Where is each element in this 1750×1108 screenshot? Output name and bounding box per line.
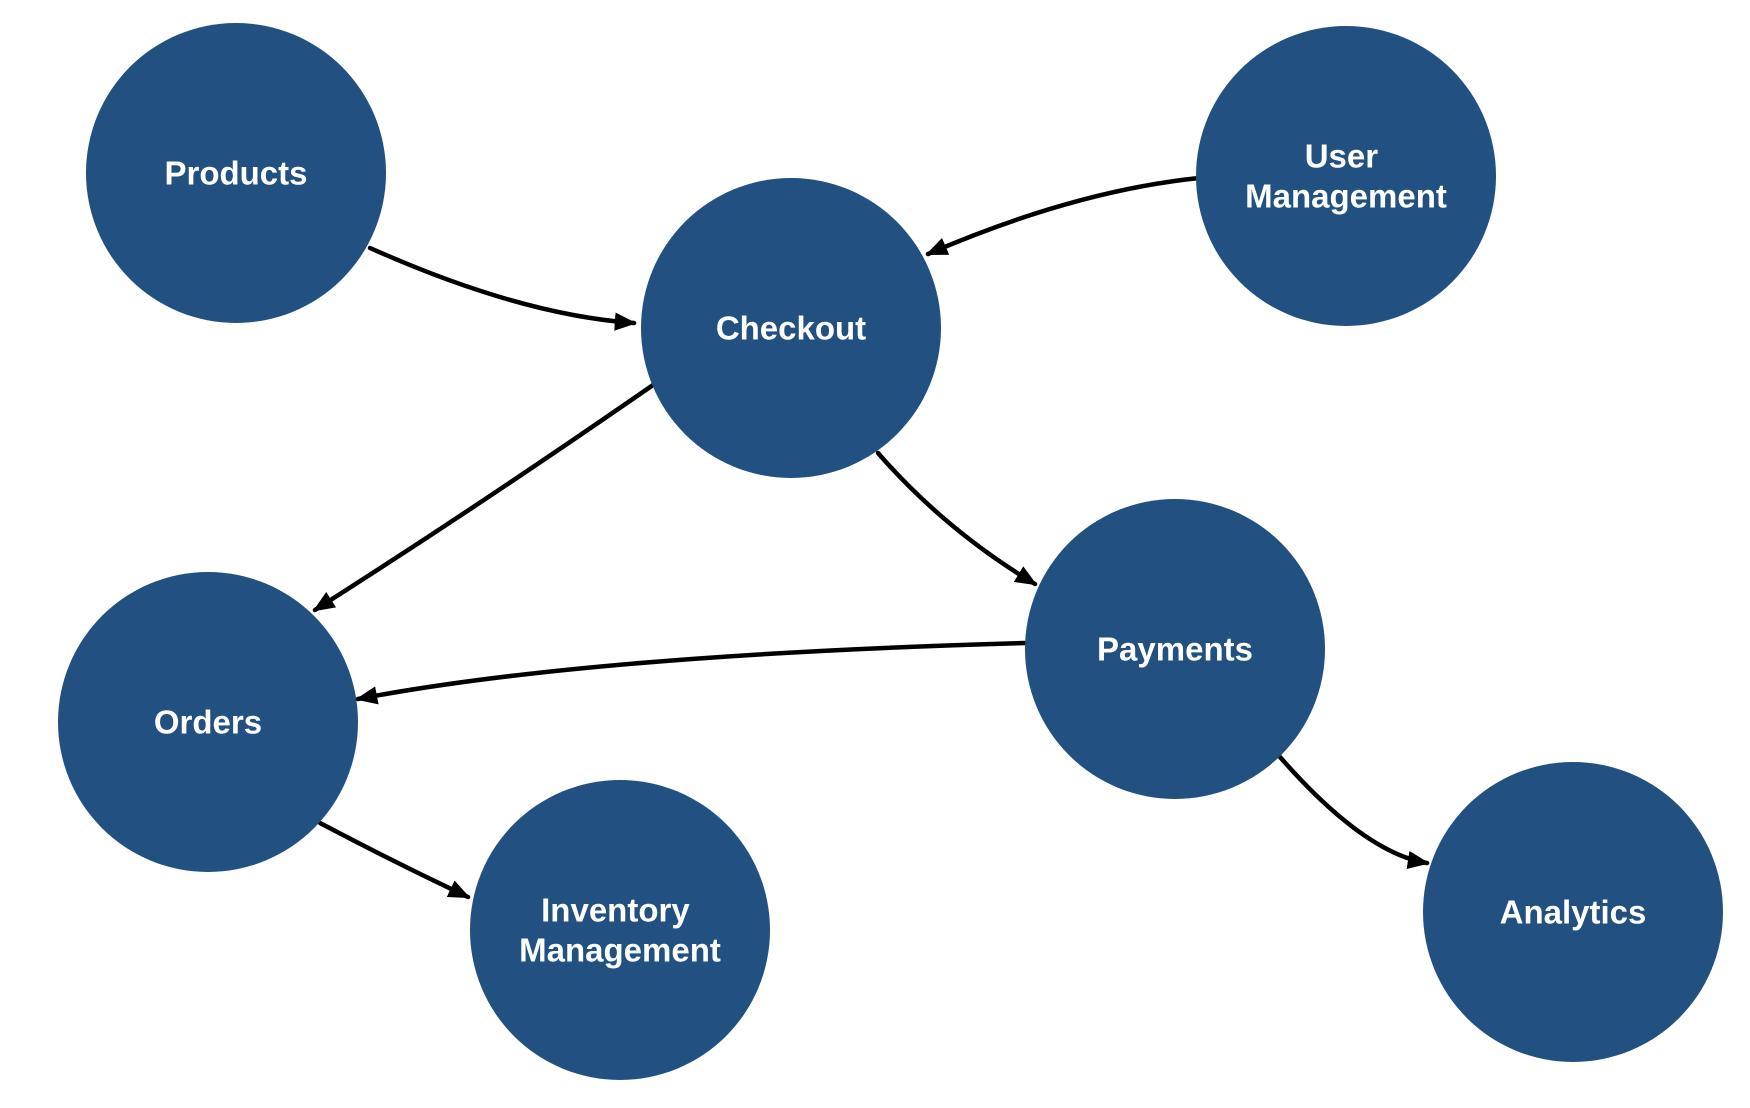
node-inventory-management-label: Inventory Management xyxy=(519,892,721,969)
node-user-management-label: User Management xyxy=(1245,138,1447,215)
node-inventory-management[interactable]: Inventory Management xyxy=(470,780,770,1080)
node-checkout-circle[interactable] xyxy=(641,178,941,478)
node-user-management[interactable]: User Management xyxy=(1196,26,1496,326)
node-checkout[interactable]: Checkout xyxy=(641,178,941,478)
edge-products-to-checkout xyxy=(367,245,637,331)
edge-payments-to-orders xyxy=(355,640,1028,705)
node-user-management-circle[interactable] xyxy=(1196,26,1496,326)
node-orders[interactable]: Orders xyxy=(58,572,358,872)
node-products[interactable]: Products xyxy=(86,23,386,323)
node-payments[interactable]: Payments xyxy=(1025,499,1325,799)
node-checkout-label: Checkout xyxy=(716,310,866,347)
node-orders-label: Orders xyxy=(154,704,262,741)
node-analytics-label: Analytics xyxy=(1500,894,1647,931)
node-inventory-management-circle[interactable] xyxy=(470,780,770,1080)
edge-orders-to-inventory-management xyxy=(317,820,471,900)
node-products-label: Products xyxy=(164,155,307,192)
edge-checkout-to-payments xyxy=(875,450,1038,587)
node-analytics[interactable]: Analytics xyxy=(1423,762,1723,1062)
edge-payments-to-analytics xyxy=(1277,754,1430,870)
edge-user-management-to-checkout xyxy=(925,175,1202,257)
node-payments-label: Payments xyxy=(1097,631,1253,668)
node-products-circle[interactable] xyxy=(86,23,386,323)
node-orders-circle[interactable] xyxy=(58,572,358,872)
node-payments-circle[interactable] xyxy=(1025,499,1325,799)
node-analytics-circle[interactable] xyxy=(1423,762,1723,1062)
edge-checkout-to-orders xyxy=(312,382,656,613)
